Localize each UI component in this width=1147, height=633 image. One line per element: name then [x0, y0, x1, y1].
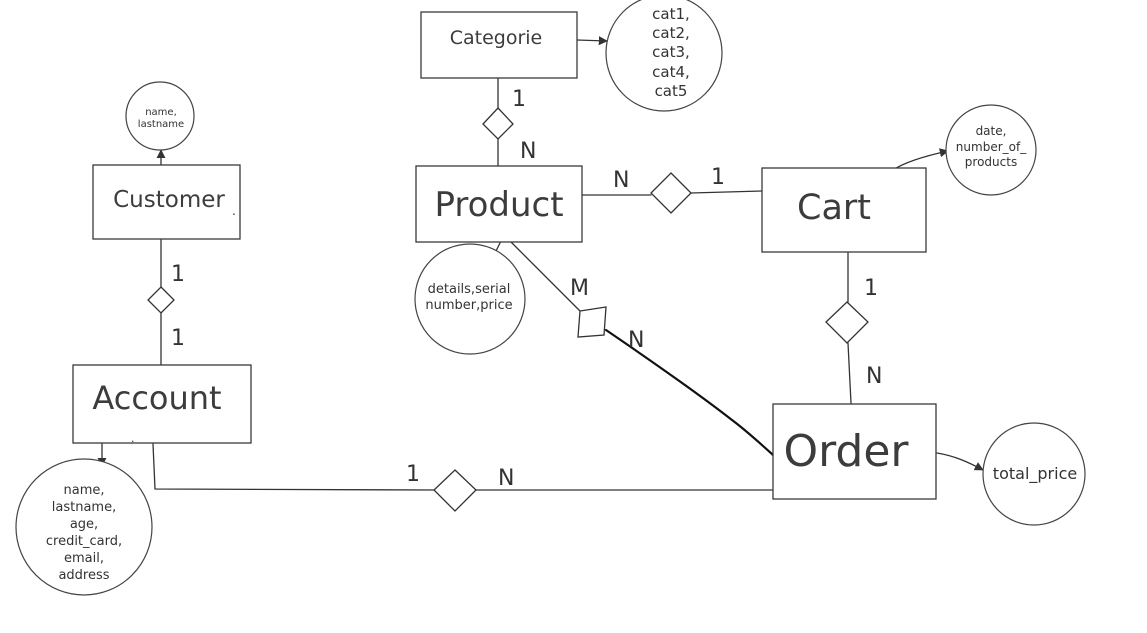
card-categorie-product-1: 1: [512, 87, 526, 112]
attr-categorie-line-0: cat1,: [652, 5, 690, 23]
card-customer-account-1-top: 1: [171, 262, 185, 287]
rel-product-order-square: [577, 306, 607, 338]
entity-order-label: Order: [783, 426, 909, 477]
attr-categorie-line-2: cat3,: [652, 43, 690, 61]
order-attr-line: [936, 452, 984, 471]
card-account-order-1: 1: [406, 462, 420, 487]
attr-account-line-0: name,: [64, 483, 105, 498]
entity-customer: Customer .: [92, 164, 241, 240]
attribute-order: total_price: [982, 422, 1086, 526]
attr-cart-line-2: products: [965, 155, 1017, 169]
attribute-customer: name, lastname: [125, 81, 195, 151]
entity-customer-label: Customer: [113, 187, 225, 213]
categorie-attr-line: [576, 36, 608, 46]
rel-product-cart-diamond: [650, 172, 692, 214]
rel-cart-order-diamond: [825, 301, 869, 344]
attribute-categorie: cat1, cat2, cat3, cat4, cat5: [605, 0, 723, 112]
card-cart-order-1: 1: [864, 276, 878, 301]
cart-order-line-bottom: [847, 342, 852, 404]
attr-cart-line-1: number_of_: [956, 140, 1027, 154]
customer-stray-dot: .: [232, 204, 236, 218]
entity-product: Product: [415, 165, 583, 243]
attribute-account: name, lastname, age, credit_card, email,…: [15, 458, 153, 596]
card-cart-order-n: N: [866, 364, 882, 389]
attr-account-line-1: lastname,: [52, 500, 116, 515]
attr-cart-line-0: date,: [976, 124, 1007, 138]
cart-attr-line: [892, 148, 949, 171]
attribute-cart: date, number_of_ products: [945, 104, 1037, 196]
card-product-order-m: M: [570, 276, 589, 301]
entity-cart: Cart: [761, 167, 927, 253]
rel-customer-account-diamond: [147, 286, 175, 314]
entity-product-label: Product: [434, 185, 563, 225]
card-product-cart-n: N: [613, 168, 629, 193]
attr-categorie-line-3: cat4,: [652, 63, 690, 81]
entity-account: Account .: [72, 364, 252, 445]
attr-categorie-line-1: cat2,: [652, 24, 690, 42]
attr-product-line-1: number,price: [425, 298, 512, 313]
entity-order: Order: [772, 403, 937, 500]
attr-product-line-0: details,serial: [428, 282, 511, 297]
entity-categorie: Categorie: [420, 11, 578, 79]
attr-account-line-4: email,: [64, 551, 104, 566]
card-product-cart-1: 1: [711, 165, 725, 190]
rel-categorie-product-diamond: [482, 107, 514, 140]
rel-account-order-diamond: [433, 469, 477, 512]
account-order-line-left: [152, 443, 435, 491]
account-stray-dot: .: [131, 432, 135, 445]
attribute-product: details,serial number,price: [414, 243, 526, 355]
attr-account-line-3: credit_card,: [46, 534, 122, 549]
attr-account-line-2: age,: [70, 517, 98, 532]
card-account-order-n: N: [498, 466, 514, 491]
attr-order-line-0: total_price: [993, 464, 1077, 484]
product-order-line-top: [510, 241, 581, 312]
card-categorie-product-n: N: [520, 139, 536, 164]
entity-categorie-label: Categorie: [450, 27, 543, 49]
product-attr-line: [495, 242, 501, 252]
card-customer-account-1-bottom: 1: [171, 326, 185, 351]
entity-account-label: Account: [92, 379, 221, 417]
card-product-order-n: N: [628, 328, 644, 353]
attr-account-line-5: address: [58, 568, 109, 583]
product-cart-line-right: [690, 190, 763, 194]
entity-cart-label: Cart: [797, 188, 871, 228]
attr-customer-line-1: lastname: [138, 119, 184, 130]
attr-categorie-line-4: cat5: [655, 82, 688, 100]
product-order-line-bottom: [604, 328, 775, 457]
attr-customer-line-0: name,: [145, 107, 177, 118]
